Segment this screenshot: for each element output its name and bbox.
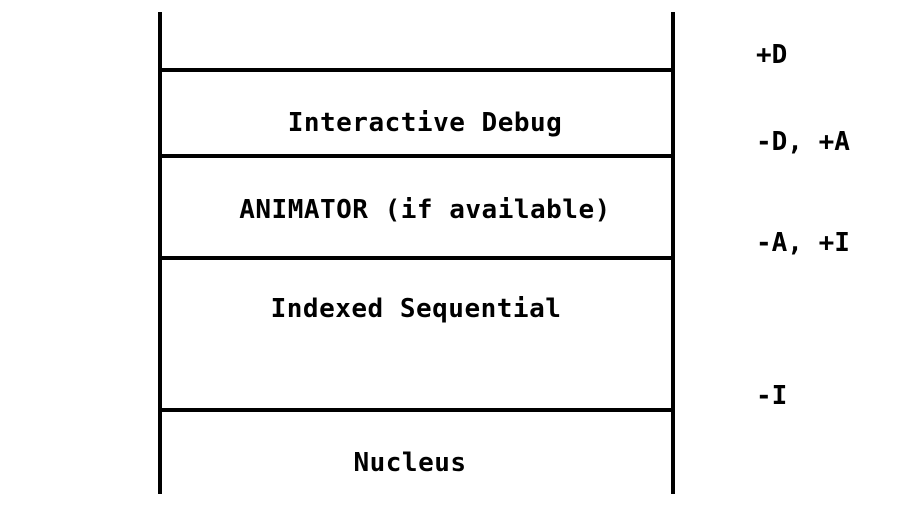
flag-label-plus-d: +D bbox=[756, 40, 788, 70]
layer-label-animator: ANIMATOR (if available) bbox=[239, 195, 611, 225]
layer-label-nucleus: Nucleus bbox=[353, 448, 467, 478]
flag-label-minus-a-plus-i: -A, +I bbox=[756, 228, 850, 258]
layer-divider bbox=[158, 408, 675, 412]
stack-left-border bbox=[158, 12, 162, 494]
flag-label-minus-d-plus-a: -D, +A bbox=[756, 127, 850, 157]
layer-divider bbox=[158, 256, 675, 260]
layer-label-indexed-sequential: Indexed Sequential bbox=[270, 294, 562, 324]
layer-label-interactive-debug: Interactive Debug bbox=[287, 108, 563, 138]
stack-right-border bbox=[671, 12, 675, 494]
layer-divider bbox=[158, 154, 675, 158]
layer-divider bbox=[158, 68, 675, 72]
flag-label-minus-i: -I bbox=[756, 381, 788, 411]
